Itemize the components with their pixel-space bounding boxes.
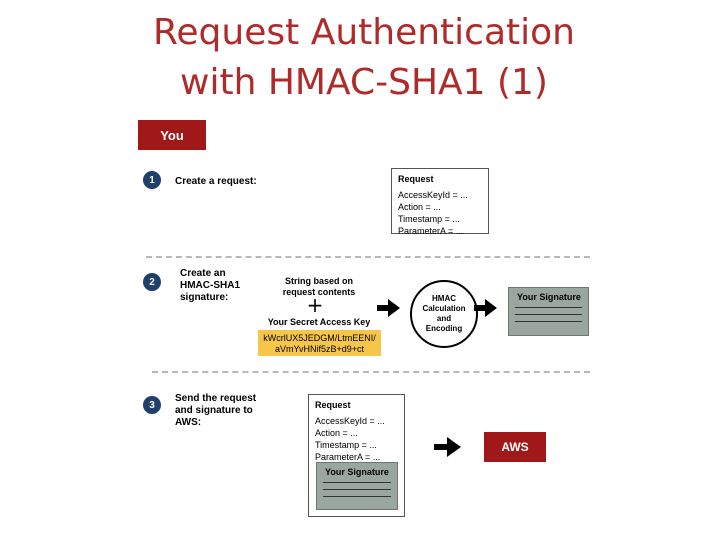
request-field: AccessKeyId = ...: [398, 190, 468, 200]
string-line: request contents: [282, 287, 356, 297]
request-box-step1: Request AccessKeyId = ... Action = ... T…: [391, 168, 489, 236]
signature-label: Your Signature: [517, 292, 581, 302]
hmac-line: Encoding: [425, 324, 463, 333]
step-1-number: 1: [143, 171, 161, 189]
step-2-text: Create an HMAC-SHA1 signature:: [180, 268, 240, 304]
request-field: Action = ...: [315, 428, 358, 438]
step-3-text: Send the request and signature to AWS:: [175, 393, 256, 429]
request-field: ParameterA = ...: [315, 452, 381, 462]
signature-box-step3: Your Signature: [316, 462, 398, 510]
request-box-header: Request: [315, 400, 351, 410]
hmac-line: HMAC: [432, 294, 456, 303]
plus-sign: +: [306, 293, 324, 317]
signature-line: [515, 321, 582, 322]
dashed-divider: [152, 371, 590, 373]
slide-title-line1: Request Authentication: [153, 12, 575, 53]
arrow-right-icon: [377, 299, 400, 317]
step-1-text: Create a request:: [175, 176, 257, 187]
string-line: String based on: [284, 276, 353, 286]
signature-line: [323, 482, 391, 483]
step-2-line: HMAC-SHA1: [180, 280, 240, 291]
request-field: Timestamp = ...: [315, 440, 377, 450]
slide-title-line2: with HMAC-SHA1 (1): [180, 62, 548, 103]
request-field: Action = ...: [398, 202, 441, 212]
signature-box-step2: Your Signature: [508, 287, 589, 336]
step-2-number: 2: [143, 273, 161, 291]
signature-label: Your Signature: [325, 467, 389, 477]
secret-key-label: Your Secret Access Key: [267, 317, 371, 327]
secret-key-line: kWcrlUX5JEDGM/LtmEENI/: [263, 333, 376, 343]
step-2-line: Create an: [180, 268, 226, 279]
step-3-number: 3: [143, 396, 161, 414]
signature-line: [323, 489, 391, 490]
signature-line: [515, 314, 582, 315]
step-2-line: signature:: [180, 292, 229, 303]
request-box-header: Request: [398, 174, 434, 184]
step-3-line: AWS:: [175, 417, 202, 428]
request-field: ParameterA = ...: [398, 226, 464, 236]
request-field: AccessKeyId = ...: [315, 416, 385, 426]
request-field: Timestamp = ...: [398, 214, 460, 224]
string-to-sign-label: String based on request contents: [270, 276, 368, 298]
signature-line: [515, 307, 582, 308]
hmac-line: and: [436, 314, 452, 323]
arrow-right-icon: [434, 437, 461, 457]
step-3-line: Send the request: [175, 393, 257, 404]
you-label-box: You: [138, 120, 206, 150]
aws-box: AWS: [484, 432, 546, 462]
arrow-right-icon: [474, 299, 497, 317]
dashed-divider: [146, 256, 590, 258]
hmac-line: Calculation: [422, 304, 466, 313]
secret-key-line: aVmYvHNif5zB+d9+ct: [274, 344, 365, 354]
secret-key-box: kWcrlUX5JEDGM/LtmEENI/ aVmYvHNif5zB+d9+c…: [258, 330, 381, 356]
signature-line: [323, 496, 391, 497]
hmac-calculation-circle: HMAC Calculation and Encoding: [410, 280, 478, 348]
step-3-line: and signature to: [175, 405, 253, 416]
